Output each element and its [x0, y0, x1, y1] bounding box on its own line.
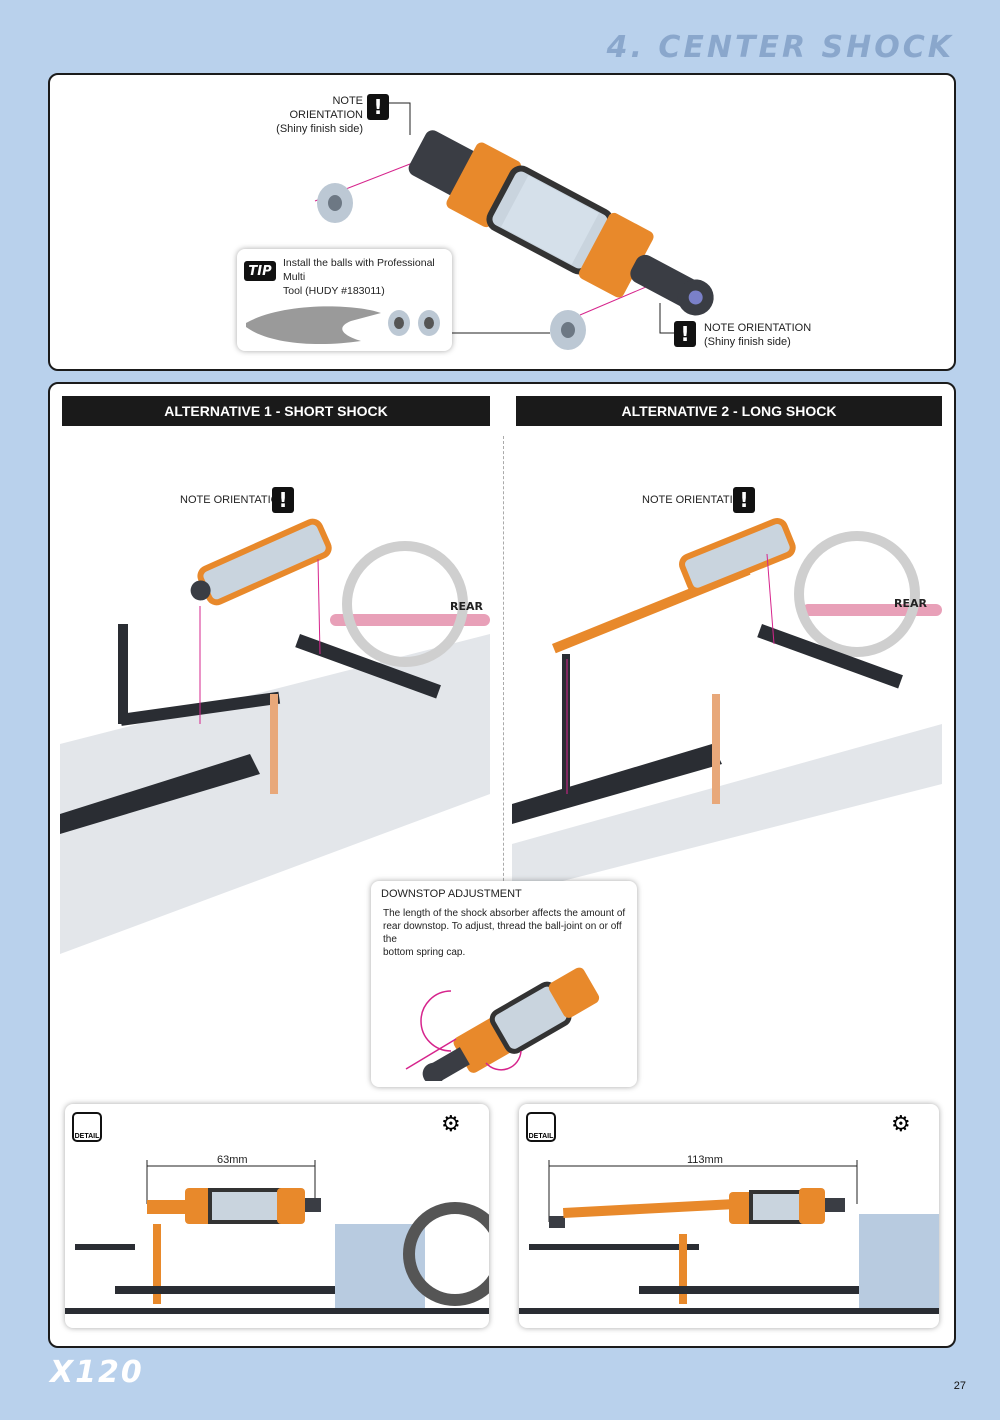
tip-badge: TIP	[244, 261, 276, 281]
downstop-title: DOWNSTOP ADJUSTMENT	[381, 888, 522, 900]
detail-card-2: DETAIL ⚙ 113mm	[519, 1104, 939, 1328]
alt1-chassis-illustration	[60, 518, 490, 954]
detail-badge-label: DETAIL	[74, 1133, 100, 1140]
downstop-shock-illustration	[405, 967, 600, 1081]
warning-icon: !	[367, 94, 389, 120]
alt1-header: ALTERNATIVE 1 - SHORT SHOCK	[62, 396, 490, 426]
detail-badge-label: DETAIL	[528, 1133, 554, 1140]
alt2-rear-label: REAR	[894, 597, 927, 610]
detail-icon: DETAIL	[72, 1112, 102, 1142]
note-orientation-bottom: NOTE ORIENTATION	[704, 322, 812, 334]
brand-logo: X120	[50, 1355, 144, 1390]
tip-text-line1: Install the balls with Professional Mult…	[283, 257, 435, 283]
settings-check-icon: ⚙	[891, 1112, 911, 1137]
tip-card: TIP Install the balls with Professional …	[237, 249, 452, 351]
detail2-illustration	[519, 1160, 939, 1314]
alt2-note-orientation: NOTE ORIENTATION	[642, 494, 750, 506]
center-shock-illustration	[314, 102, 714, 350]
page-number: 27	[953, 1380, 966, 1392]
note-orientation-top: NOTE ORIENTATION	[289, 95, 363, 121]
detail-icon: DETAIL	[526, 1112, 556, 1142]
dimension-63mm: 63mm	[217, 1154, 248, 1166]
note-orientation-top-sub: (Shiny finish side)	[276, 123, 363, 135]
detail1-illustration	[65, 1160, 489, 1314]
settings-check-icon: ⚙	[441, 1112, 461, 1137]
alt1-note-orientation: NOTE ORIENTATION	[180, 494, 288, 506]
main-panel: ALTERNATIVE 1 - SHORT SHOCK ALTERNATIVE …	[48, 382, 956, 1348]
column-divider	[503, 436, 504, 916]
tip-text-line2: Tool (HUDY #183011)	[283, 285, 385, 297]
section-title: 4. CENTER SHOCK	[606, 30, 954, 65]
alt2-chassis-illustration	[512, 517, 942, 894]
alt2-header: ALTERNATIVE 2 - LONG SHOCK	[516, 396, 942, 426]
dimension-113mm: 113mm	[687, 1154, 723, 1166]
downstop-text-line3: bottom spring cap.	[383, 947, 466, 958]
alt1-rear-label: REAR	[450, 600, 483, 613]
warning-icon: !	[733, 487, 755, 513]
multi-tool-illustration	[246, 306, 440, 345]
downstop-card: DOWNSTOP ADJUSTMENT The length of the sh…	[371, 881, 637, 1087]
detail-card-1: DETAIL ⚙ 63mm	[65, 1104, 489, 1328]
note-orientation-bottom-sub: (Shiny finish side)	[704, 336, 791, 348]
downstop-text-line2: rear downstop. To adjust, thread the bal…	[383, 921, 622, 945]
warning-icon: !	[272, 487, 294, 513]
downstop-text-line1: The length of the shock absorber affects…	[383, 908, 626, 919]
top-panel: NOTE ORIENTATION (Shiny finish side) ! !…	[48, 73, 956, 371]
warning-icon: !	[674, 321, 696, 347]
